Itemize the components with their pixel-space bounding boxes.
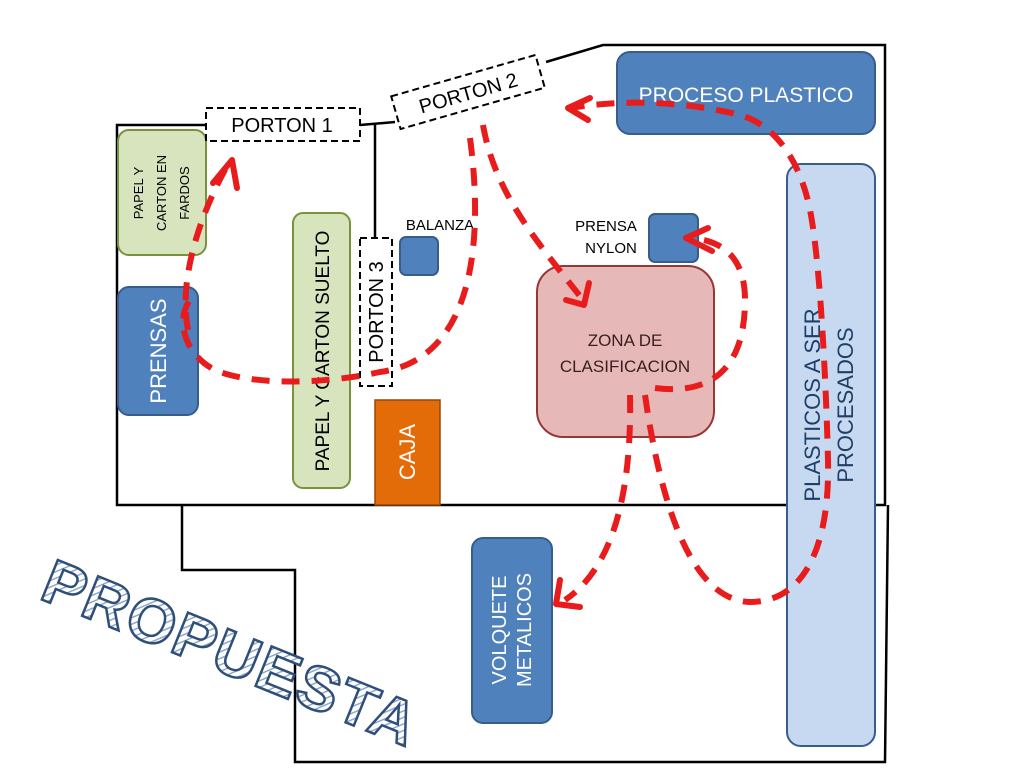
porton1-label: PORTON 1 <box>231 115 333 137</box>
flow-arrow-clasificacion-to-volquete <box>563 394 634 603</box>
arrowhead-proceso <box>565 95 593 123</box>
zona-clasificacion-area: ZONA DE CLASIFICACION <box>536 265 715 438</box>
porton3-gate: PORTON 3 <box>359 237 393 387</box>
proceso-plastico-area: PROCESO PLASTICO <box>616 51 876 135</box>
porton1-gate: PORTON 1 <box>205 107 361 142</box>
balanza-label: BALANZA <box>406 217 474 234</box>
caja-area: CAJA <box>374 399 441 506</box>
building-upper-outline <box>115 43 887 507</box>
flow-arrow-clasificacion-to-nylon <box>654 235 749 393</box>
papel-carton-suelto-area: PAPEL Y CARTON SUELTO <box>292 212 351 489</box>
flow-arrowheads <box>210 95 715 610</box>
plasticos-procesados-area: PLASTICOS A SER PROCESADOS <box>786 163 876 747</box>
balanza-area: BALANZA <box>399 217 474 276</box>
arrowhead-volquete <box>553 577 583 610</box>
porton2-gate: PORTON 2 <box>389 53 547 131</box>
building-top-segment <box>359 120 396 127</box>
volquete-metalicos-label-line2: METALICOS <box>514 573 536 687</box>
zona-clasificacion-label-line1: ZONA DE <box>588 331 663 350</box>
propuesta-text: PROPUESTA <box>33 547 429 761</box>
arrowhead-porton1 <box>210 157 240 191</box>
prensa-nylon-label-line2: NYLON <box>585 240 637 257</box>
proceso-plastico-label: PROCESO PLASTICO <box>639 84 854 107</box>
flow-arrows <box>180 99 832 606</box>
propuesta-watermark: PROPUESTA <box>32 546 431 762</box>
flow-arrow-porton2-to-clasificacion <box>480 124 586 302</box>
caja-label: CAJA <box>395 424 420 481</box>
arrowhead-clasificacion <box>563 280 592 308</box>
prensas-area: PRENSAS <box>117 286 199 416</box>
flow-arrow-plasticos-to-proceso <box>569 99 832 606</box>
papel-carton-suelto-label: PAPEL Y CARTON SUELTO <box>313 231 334 472</box>
prensas-label: PRENSAS <box>146 298 171 403</box>
porton3-label: PORTON 3 <box>366 261 388 363</box>
papel-carton-fardos-line3: FARDOS <box>177 166 192 220</box>
papel-carton-fardos-area: PAPEL Y CARTON EN FARDOS <box>117 129 207 256</box>
papel-carton-fardos-line1: PAPEL Y <box>131 166 146 219</box>
arrowhead-nylon <box>683 225 715 254</box>
volquete-metalicos-area: VOLQUETE METALICOS <box>471 537 553 724</box>
volquete-metalicos-label-line1: VOLQUETE <box>489 576 511 685</box>
prensa-nylon-label-line1: PRENSA <box>575 218 637 235</box>
papel-carton-fardos-line2: CARTON EN <box>154 155 169 231</box>
building-lower-outline <box>180 504 890 764</box>
plasticos-procesados-label-line2: PROCESADOS <box>833 327 858 482</box>
zona-clasificacion-label-line2: CLASIFICACION <box>560 357 690 376</box>
prensa-nylon-area: PRENSA NYLON <box>575 213 699 263</box>
flow-arrow-porton3-to-prensas <box>180 137 479 385</box>
